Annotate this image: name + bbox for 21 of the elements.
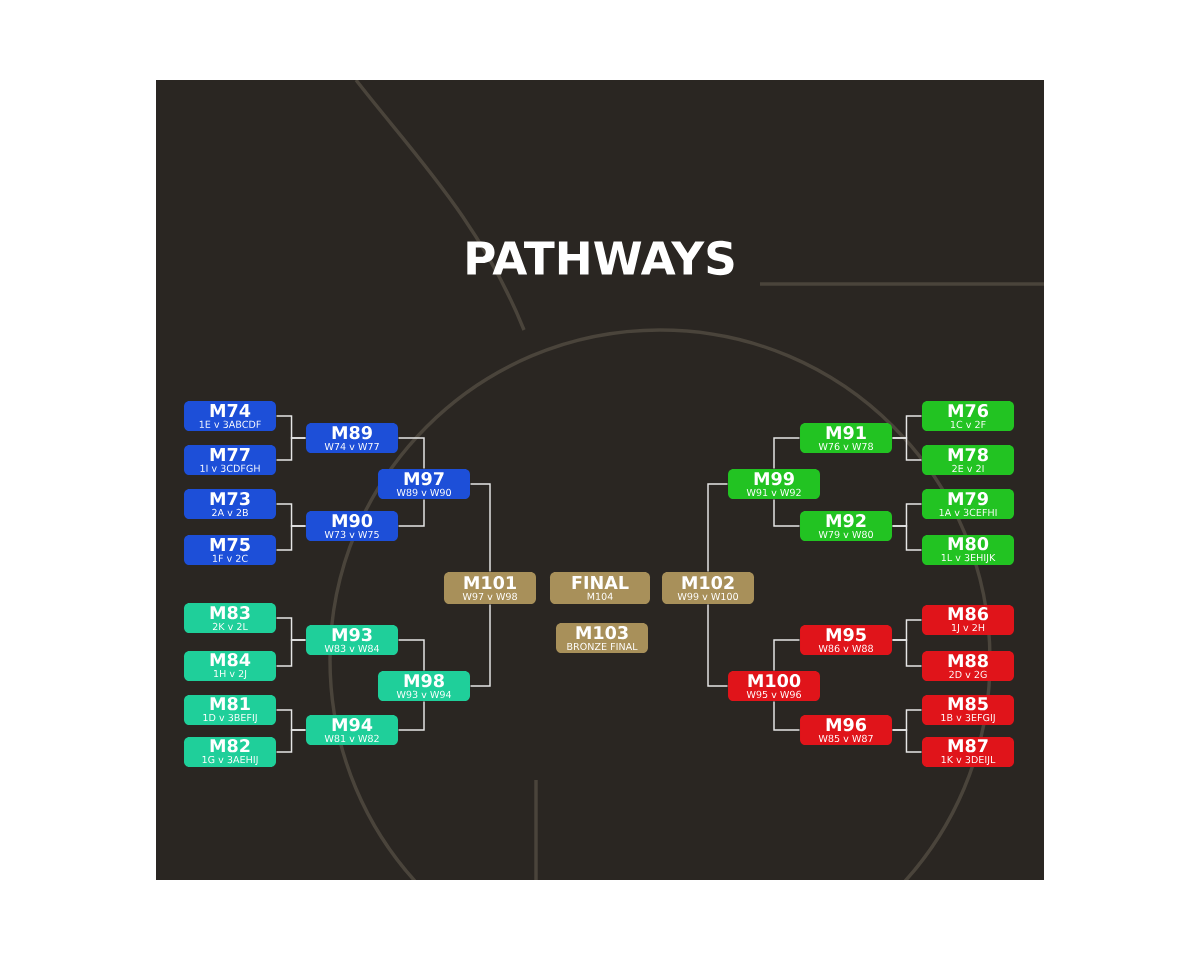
bracket-line xyxy=(773,639,801,672)
bracket-line xyxy=(707,603,729,687)
bracket-line xyxy=(891,729,923,753)
bracket-line xyxy=(397,700,425,731)
bracket-line xyxy=(275,525,307,551)
bracket-line xyxy=(275,639,307,667)
bracket-line xyxy=(891,437,923,461)
bracket-line xyxy=(469,603,491,687)
bracket-line xyxy=(891,639,923,667)
bracket-line xyxy=(891,525,923,551)
bracket-line xyxy=(397,437,425,470)
bracket-line xyxy=(275,437,307,461)
bracket-line xyxy=(707,483,729,573)
title: PATHWAYS xyxy=(467,240,734,276)
bracket-line xyxy=(773,700,801,731)
bracket-line xyxy=(773,437,801,470)
bracket-line xyxy=(397,639,425,672)
bracket-line xyxy=(773,498,801,527)
bracket-line xyxy=(397,498,425,527)
bracket-line xyxy=(469,483,491,573)
bracket-line xyxy=(275,729,307,753)
